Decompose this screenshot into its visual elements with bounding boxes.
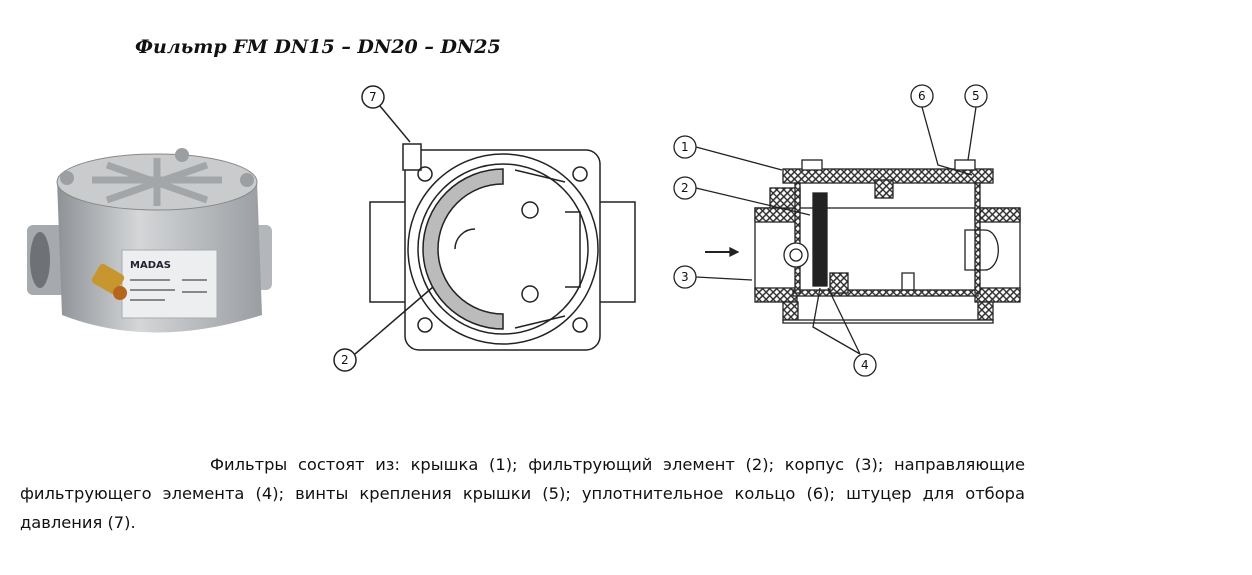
callout-1: 1: [681, 140, 689, 154]
brand-label: MADAS: [130, 260, 171, 271]
page-title: Фильтр FM DN15 – DN20 – DN25: [135, 36, 501, 58]
callout-4: 4: [861, 358, 869, 372]
callout-3: 3: [681, 270, 689, 284]
callout-5: 5: [972, 89, 980, 103]
description-text: Фильтры состоят из: крышка (1); фильтрую…: [20, 455, 1025, 532]
callout-7: 7: [369, 90, 377, 104]
filter-photo: MADAS: [27, 148, 272, 333]
callouts: 1 2 3 4 5 6: [673, 84, 988, 377]
callout-6: 6: [918, 89, 926, 103]
callout-2: 2: [341, 353, 349, 367]
section-view-diagram: 1 2 3 4 5 6: [673, 84, 1021, 377]
front-view-diagram: 7 2: [333, 85, 636, 372]
callout-2: 2: [681, 181, 689, 195]
